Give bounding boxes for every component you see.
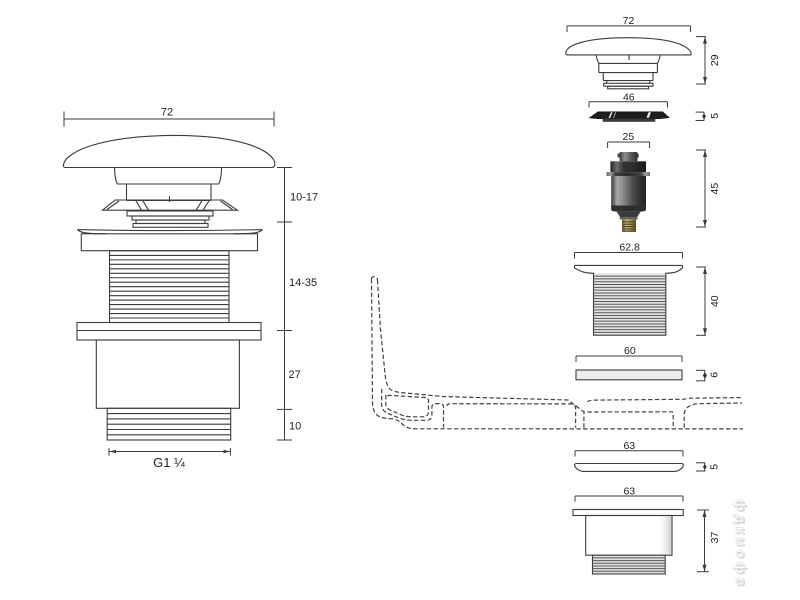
svg-text:фдкиофв: фдкиофв — [733, 499, 749, 589]
svg-text:14-35: 14-35 — [289, 277, 317, 289]
svg-text:29: 29 — [709, 54, 721, 66]
svg-text:63: 63 — [623, 486, 635, 498]
svg-text:46: 46 — [623, 91, 635, 103]
svg-text:5: 5 — [709, 113, 721, 119]
svg-text:10: 10 — [289, 421, 301, 433]
svg-text:40: 40 — [709, 295, 721, 307]
svg-text:72: 72 — [623, 15, 635, 27]
svg-text:72: 72 — [161, 107, 173, 119]
svg-text:G1 ¼: G1 ¼ — [153, 455, 185, 470]
svg-text:фдкиофв: фдкиофв — [735, 500, 751, 590]
svg-text:45: 45 — [709, 183, 721, 195]
svg-text:60: 60 — [624, 345, 636, 357]
svg-text:62.8: 62.8 — [619, 242, 640, 254]
svg-text:25: 25 — [623, 131, 635, 143]
svg-text:5: 5 — [709, 464, 721, 470]
svg-text:6: 6 — [709, 372, 721, 378]
svg-text:63: 63 — [623, 440, 635, 452]
svg-text:37: 37 — [709, 532, 721, 544]
svg-text:10-17: 10-17 — [290, 191, 318, 203]
svg-text:27: 27 — [289, 369, 301, 381]
